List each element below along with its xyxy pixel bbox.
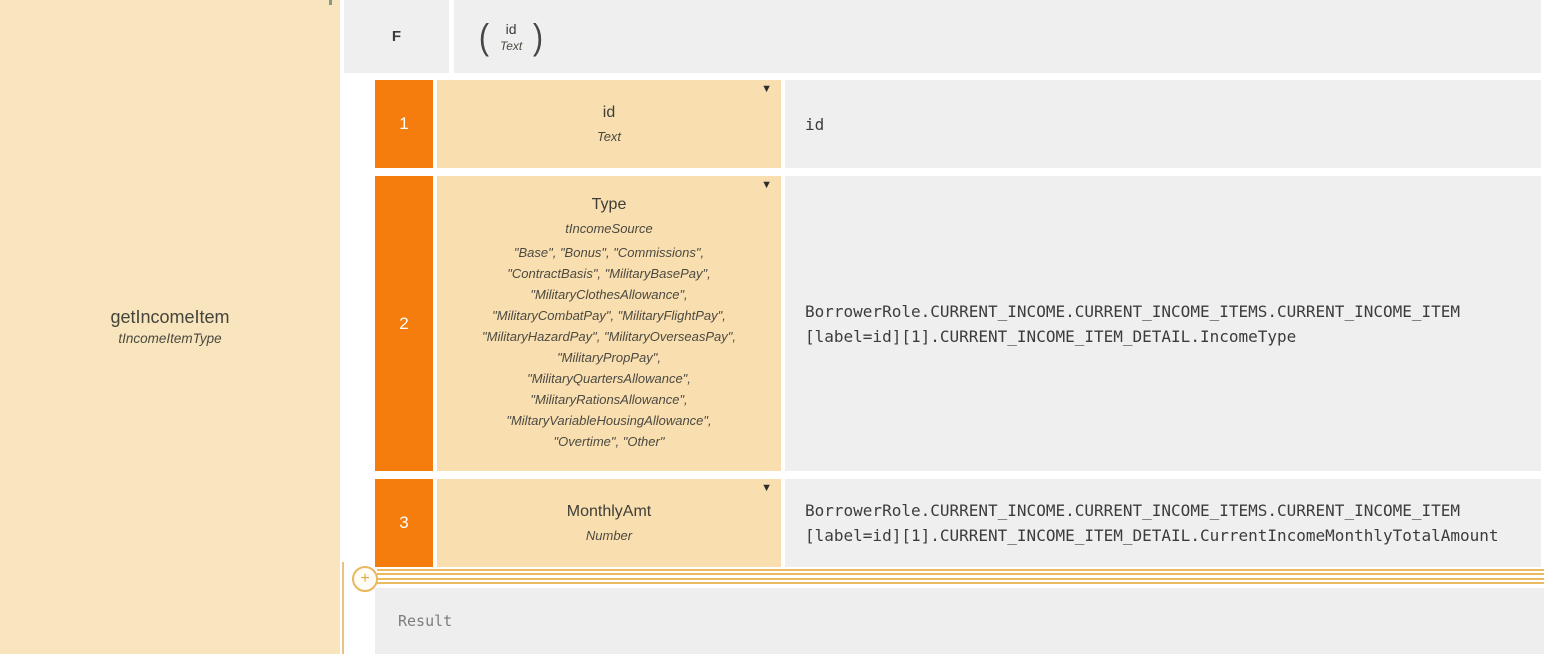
param-3-value-line-2: [label=id][1].CURRENT_INCOME_ITEM_DETAIL… — [805, 526, 1499, 545]
param-2-name: Type — [591, 196, 627, 213]
enum-line: "Base", "Bonus", "Commissions", — [513, 245, 705, 260]
enum-line: "ContractBasis", "MilitaryBasePay", — [507, 266, 711, 281]
dropdown-arrow-icon[interactable]: ▼ — [761, 482, 772, 494]
connector-double-line-top — [377, 569, 1544, 575]
enum-line: "MilitaryHazardPay", "MilitaryOverseasPa… — [482, 329, 736, 344]
param-1-type: Text — [596, 129, 622, 144]
connector-vertical-line — [342, 562, 344, 654]
param-2-box[interactable]: ▼ Type tIncomeSource "Base", "Bonus", "C… — [437, 176, 781, 471]
result-label: Result — [398, 612, 453, 630]
signature-param-name: id — [505, 20, 517, 37]
param-2-enum-list: "Base", "Bonus", "Commissions", "Contrac… — [437, 242, 781, 452]
param-2-index-badge: 2 — [375, 176, 433, 471]
param-1-value-field[interactable]: id — [785, 80, 1541, 168]
enum-line: "MilitaryClothesAllowance", — [530, 287, 688, 302]
param-1-value-text: id — [805, 114, 825, 134]
param-1-index-badge: 1 — [375, 80, 433, 168]
param-3-type: Number — [585, 528, 633, 543]
enum-line: "Overtime", "Other" — [553, 434, 665, 449]
param-2-type: tIncomeSource — [565, 221, 653, 236]
function-header-label: F — [391, 28, 402, 45]
enum-line: "MilitaryPropPay", — [557, 350, 661, 365]
function-header-cell: F — [344, 0, 449, 73]
stray-pixel-artifact — [329, 0, 332, 5]
signature-param: id Text — [500, 20, 522, 54]
dropdown-arrow-icon[interactable]: ▼ — [761, 179, 772, 191]
close-paren: ) — [533, 15, 544, 57]
param-3-value-field[interactable]: BorrowerRole.CURRENT_INCOME.CURRENT_INCO… — [785, 479, 1541, 567]
param-2-value-line-2: [label=id][1].CURRENT_INCOME_ITEM_DETAIL… — [805, 326, 1297, 346]
param-3-value-line-1: BorrowerRole.CURRENT_INCOME.CURRENT_INCO… — [805, 501, 1461, 520]
open-paren: ( — [478, 15, 490, 57]
param-3-index-badge: 3 — [375, 479, 433, 567]
result-field[interactable]: Result — [375, 588, 1544, 654]
plus-icon: + — [360, 570, 370, 587]
signature-group: ( id Text ) — [478, 15, 544, 57]
connector-double-line-bottom — [377, 578, 1544, 584]
param-3-name: MonthlyAmt — [566, 503, 652, 520]
enum-line: "MilitaryCombatPay", "MilitaryFlightPay"… — [492, 308, 726, 323]
param-1-box[interactable]: ▼ id Text — [437, 80, 781, 168]
function-name: getIncomeItem — [110, 307, 230, 327]
function-type: tIncomeItemType — [118, 331, 222, 346]
enum-line: "MiltaryVariableHousingAllowance", — [506, 413, 712, 428]
param-3-box[interactable]: ▼ MonthlyAmt Number — [437, 479, 781, 567]
param-2-value-field[interactable]: BorrowerRole.CURRENT_INCOME.CURRENT_INCO… — [785, 176, 1541, 471]
signature-bar: ( id Text ) — [454, 0, 1541, 73]
param-1-name: id — [602, 104, 616, 121]
add-parameter-button[interactable]: + — [352, 566, 378, 592]
enum-line: "MilitaryQuartersAllowance", — [527, 371, 691, 386]
function-block[interactable]: getIncomeItem tIncomeItemType — [0, 0, 340, 654]
param-2-value-line-1: BorrowerRole.CURRENT_INCOME.CURRENT_INCO… — [805, 301, 1461, 321]
enum-line: "MilitaryRationsAllowance", — [530, 392, 688, 407]
dropdown-arrow-icon[interactable]: ▼ — [761, 83, 772, 95]
signature-param-type: Text — [500, 38, 523, 53]
